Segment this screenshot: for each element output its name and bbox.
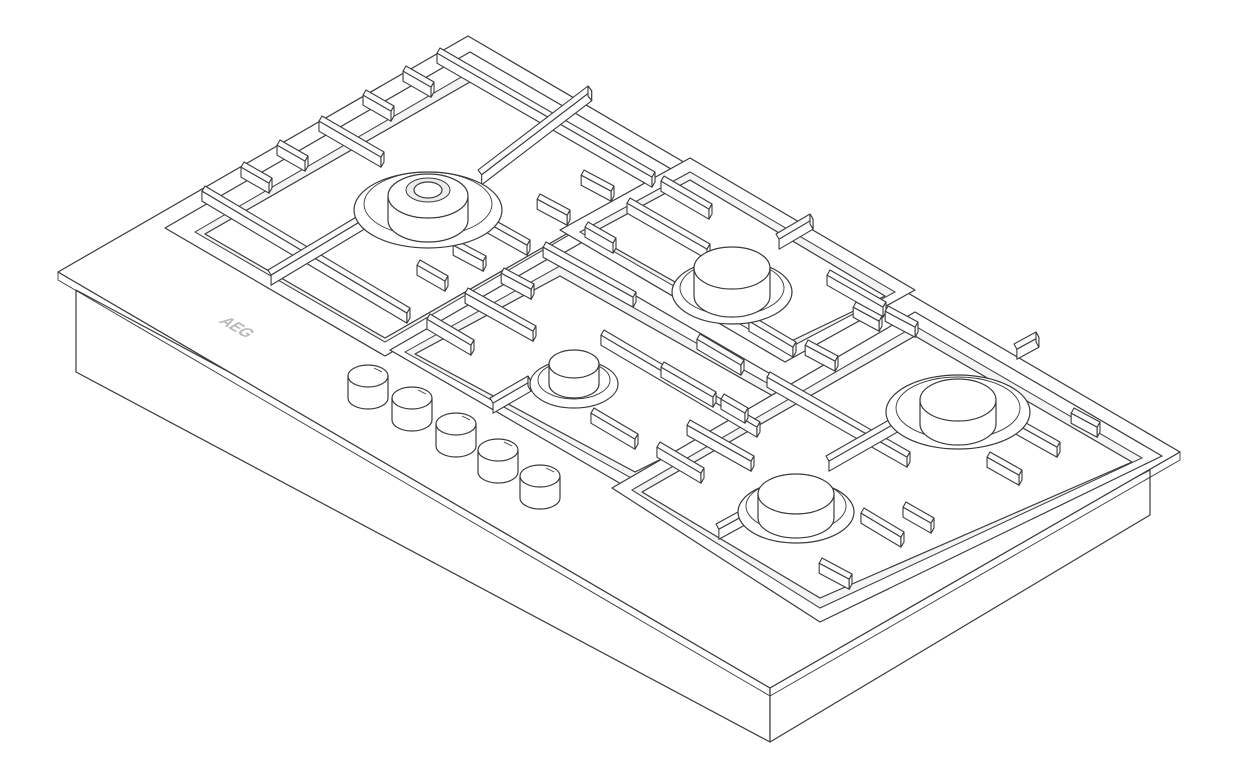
grate-bar-9 (402, 65, 435, 98)
burner-large-back-left (353, 171, 503, 249)
grate-bar-29 (590, 407, 639, 450)
burner-back-right (671, 246, 793, 325)
grate-bar-33 (686, 419, 755, 472)
grate-bar-22 (426, 313, 475, 356)
grate-bar-20 (696, 333, 745, 376)
grate-bar-4 (267, 209, 372, 286)
grate-bar-32 (656, 441, 705, 484)
control-knob-1[interactable] (347, 364, 389, 410)
grate-bar-34 (720, 393, 749, 424)
grate-bar-44 (860, 507, 905, 548)
grate-bar-30 (660, 361, 717, 408)
grate-bar-19 (748, 315, 797, 358)
grate-bar-23 (464, 287, 537, 342)
control-knob-3[interactable] (435, 412, 477, 458)
control-knobs (347, 364, 561, 510)
grate-bar-21 (852, 301, 883, 332)
grate-bar-14 (452, 239, 487, 272)
control-knob-5[interactable] (519, 464, 561, 510)
grate-bar-15 (660, 175, 713, 220)
grate-bar-8 (362, 89, 395, 122)
grate-bar-7 (318, 115, 385, 168)
grate-bar-2 (477, 85, 593, 186)
grate-bar-42 (818, 557, 853, 590)
control-knob-2[interactable] (391, 386, 433, 432)
grate-bar-41 (902, 501, 935, 534)
grate-bar-25 (542, 241, 637, 308)
grate-bar-31 (804, 339, 839, 372)
grate-bar-11 (580, 169, 615, 202)
grate-bar-17 (775, 213, 814, 250)
grate-bar-10 (536, 193, 571, 226)
grate-bar-45 (884, 305, 919, 338)
grate-bar-26 (584, 221, 617, 254)
top-plate-edge (57, 271, 1181, 697)
grate-bar-37 (1013, 331, 1040, 360)
grate-bar-13 (416, 259, 449, 292)
grate-bars (201, 47, 1101, 590)
grate-bar-6 (276, 139, 309, 172)
burner-front-right (885, 374, 1031, 450)
grate-bar-39 (1070, 407, 1101, 438)
control-knob-4[interactable] (477, 438, 519, 484)
burner-center-small (529, 349, 619, 409)
burner-front-center (737, 473, 855, 544)
grate-bar-24 (500, 267, 535, 300)
grate-bar-5 (240, 161, 273, 194)
grate-bar-40 (986, 451, 1023, 486)
